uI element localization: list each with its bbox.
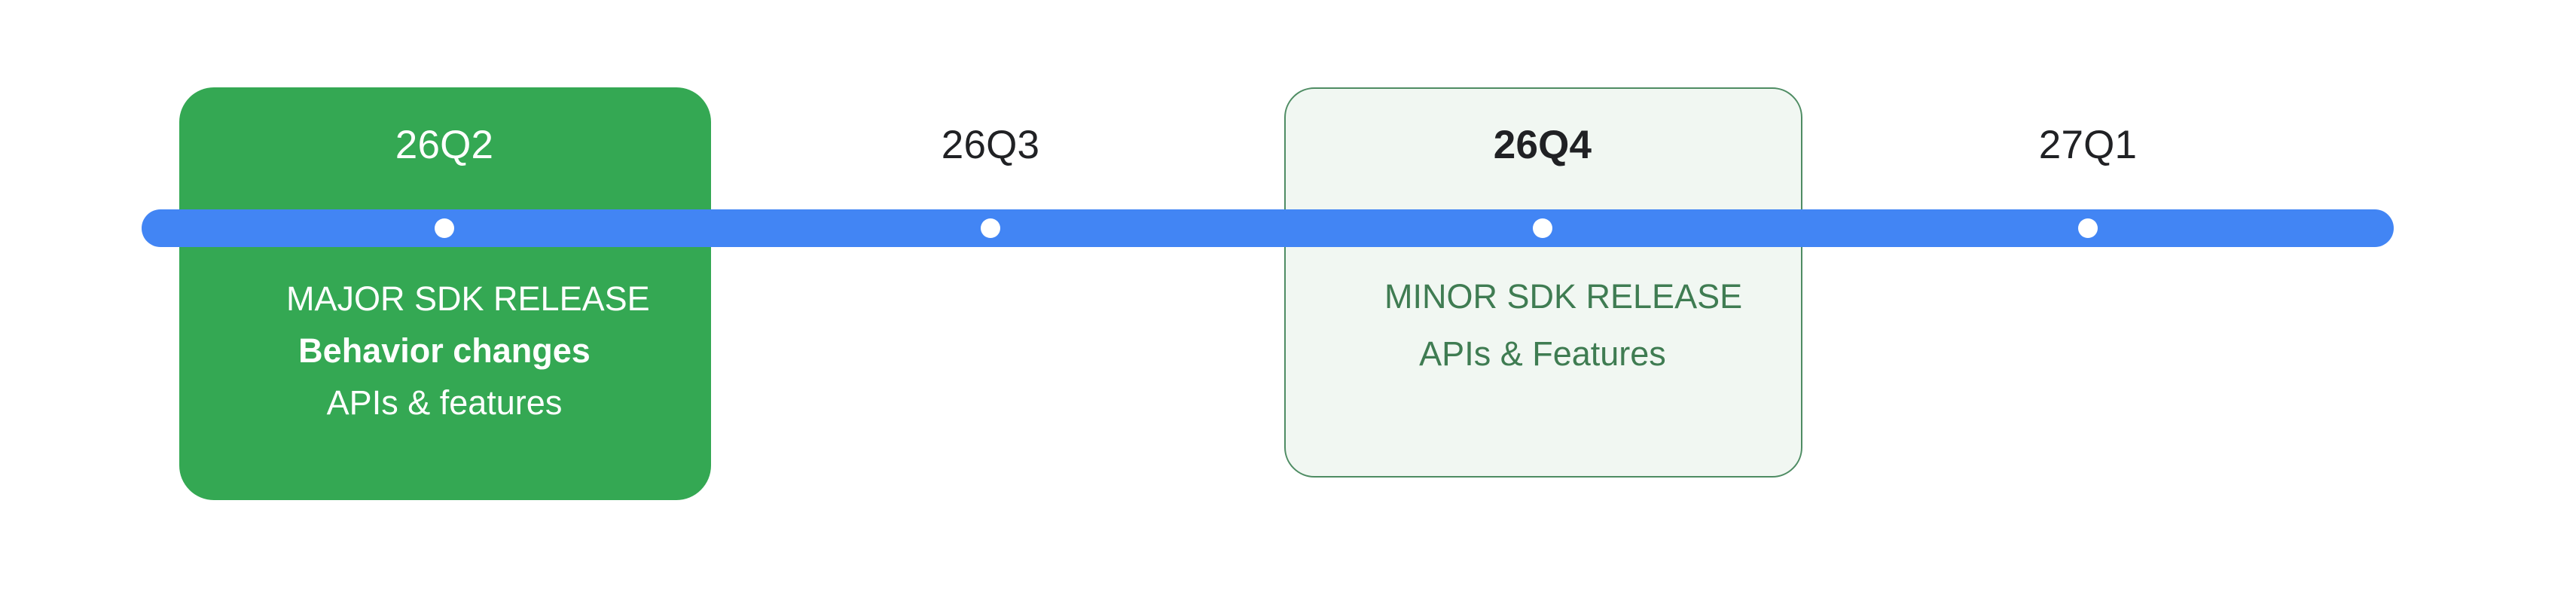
timeline-dot-26q4[interactable] (1533, 218, 1552, 238)
milestone-details-26q4: MINOR SDK RELEASE APIs & Features (1384, 268, 1743, 383)
timeline-rail (142, 209, 2394, 247)
milestone-detail-line-behavior-changes: Behavior changes (298, 331, 591, 370)
milestone-detail-line-major-release-type: MAJOR SDK RELEASE (286, 279, 650, 318)
milestone-details-26q2: MAJOR SDK RELEASE Behavior changes APIs … (286, 273, 650, 429)
quarter-label-26q2: 26Q2 (395, 123, 494, 167)
milestone-detail-line-apis-features-minor: APIs & Features (1419, 334, 1666, 373)
milestone-card-major-26q2 (179, 87, 711, 500)
milestone-card-minor-26q4 (1284, 87, 1802, 478)
timeline-dot-26q3[interactable] (981, 218, 1000, 238)
milestone-detail-line-apis-features: APIs & features (326, 383, 563, 422)
timeline-dot-27q1[interactable] (2078, 218, 2098, 238)
quarter-label-27q1: 27Q1 (2038, 123, 2138, 167)
quarter-label-26q3: 26Q3 (941, 123, 1040, 167)
quarter-label-26q4: 26Q4 (1493, 123, 1592, 167)
milestone-detail-line-minor-release-type: MINOR SDK RELEASE (1384, 277, 1743, 316)
timeline-dot-26q2[interactable] (435, 218, 454, 238)
